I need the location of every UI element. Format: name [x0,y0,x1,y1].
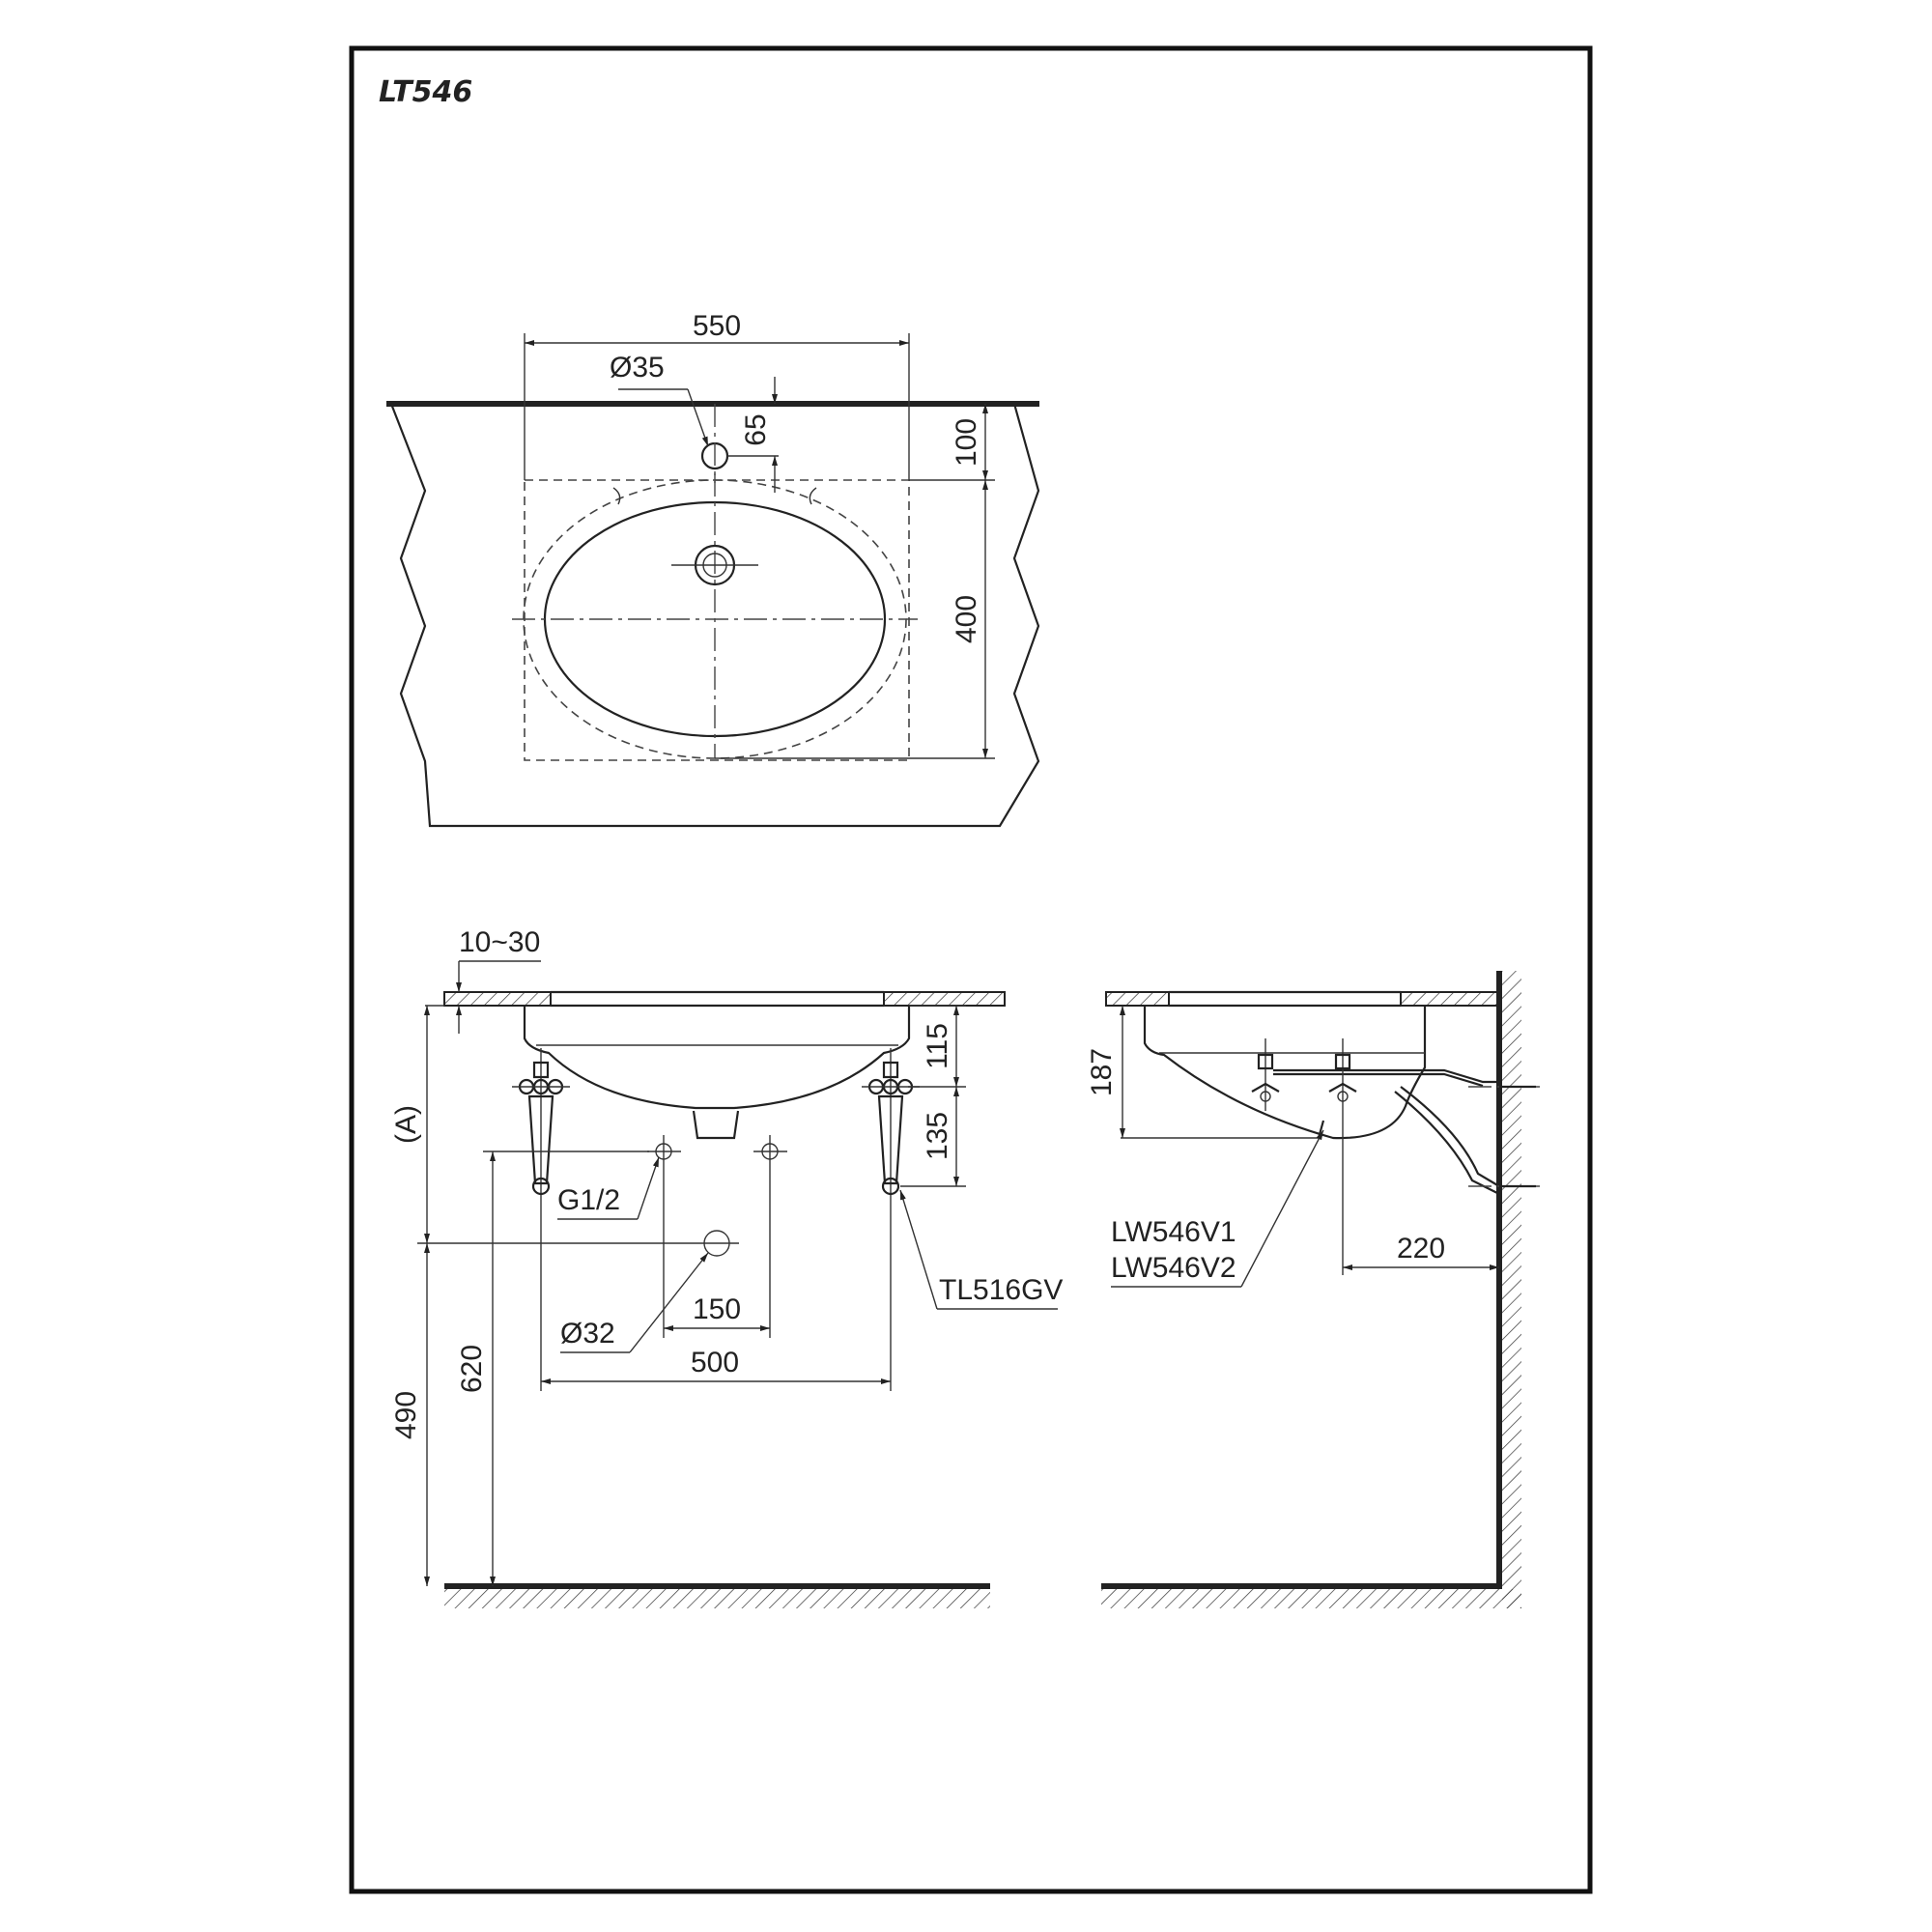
counter-slab-left [443,991,552,1007]
model-title: LT546 [379,75,472,109]
top-view: 550 Ø35 65 100 400 [386,310,1040,828]
bowl-depth-dim: 115 [922,1023,953,1069]
supply-spacing-dim: 150 [693,1293,741,1325]
drain-dim-label: Ø32 [560,1318,615,1350]
bracket-model-label: TL516GV [939,1274,1063,1306]
counter-slab-right [883,991,1006,1007]
bracket-spacing-dim: 500 [691,1347,739,1378]
side-bracket-brace [1400,1086,1500,1187]
side-bracket-model-1: LW546V1 [1111,1216,1236,1248]
counter-thickness-dim: 10~30 [459,926,540,958]
counter-outline [389,403,1040,828]
valve-height-dim: 135 [922,1112,953,1160]
supply-height-dim: 620 [456,1345,488,1393]
drain-stub [692,1110,740,1140]
overflow-notch-right [809,487,817,505]
right-bracket [862,1048,920,1198]
basin-side-profile [1143,1006,1427,1140]
side-bracket-arm [1273,1068,1499,1084]
top-depth-dim: 400 [951,595,982,643]
side-bracket-model-2: LW546V2 [1111,1252,1236,1284]
supply-thread-label: G1/2 [557,1184,620,1216]
tap-offset-dim: 65 [740,413,772,445]
side-counter-left [1105,991,1170,1007]
tap-hole-dim: Ø35 [610,352,665,384]
drain-height-dim: 490 [390,1391,422,1439]
front-view: 10~30 (A) 490 620 115 135 G1/2 Ø32 [390,926,1063,1608]
top-offset-dim: 100 [951,418,982,467]
overflow-notch-left [612,487,621,505]
side-counter-right [1400,991,1498,1007]
side-depth-dim: 187 [1086,1048,1118,1096]
left-bracket [512,1048,570,1198]
top-width-dim: 550 [693,310,741,342]
wall-offset-dim: 220 [1397,1233,1445,1264]
drawing-frame [349,45,1593,1894]
height-label-a: (A) [390,1105,422,1144]
side-view: 187 LW546V1 LW546V2 220 [1086,971,1546,1608]
basin-front-body [523,1006,911,1110]
